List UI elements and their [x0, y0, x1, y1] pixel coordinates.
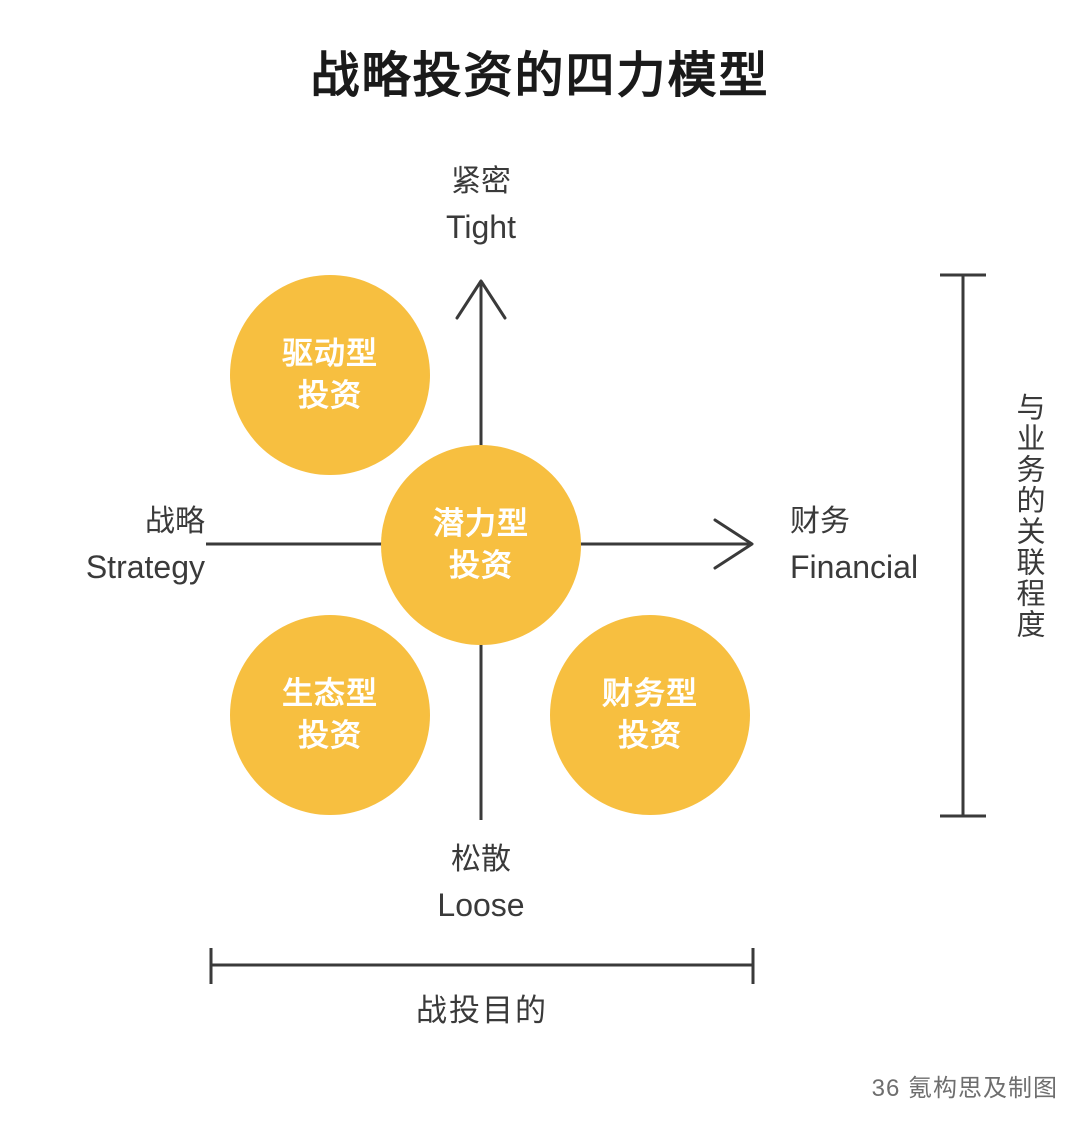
page-title: 战略投资的四力模型 — [310, 49, 770, 103]
axis-label-top: 紧密 Tight — [381, 160, 581, 250]
horizontal-bracket — [209, 948, 755, 984]
bubble-driver-line1: 驱动型 — [282, 336, 378, 372]
axis-label-left-cn: 战略 — [145, 505, 205, 538]
axis-label-right: 财务 Financial — [790, 500, 1010, 590]
horizontal-bracket-caption: 战投目的 — [416, 993, 548, 1028]
bubble-driver-line2: 投资 — [298, 378, 362, 413]
bubble-driver-investment[interactable]: 驱动型 投资 — [230, 275, 430, 475]
bubble-financial-investment[interactable]: 财务型 投资 — [550, 615, 750, 815]
axis-label-top-cn: 紧密 — [451, 165, 511, 198]
vertical-bracket — [940, 273, 986, 818]
axis-label-bottom: 松散 Loose — [381, 838, 581, 928]
bubble-ecology-line1: 生态型 — [282, 676, 378, 712]
vertical-bracket-caption: 与业务的关联程度 — [1012, 392, 1044, 640]
axis-label-left-en: Strategy — [85, 548, 205, 585]
axis-label-right-en: Financial — [790, 548, 919, 585]
bubble-potential-line2: 投资 — [449, 548, 513, 583]
axis-label-right-cn: 财务 — [790, 505, 850, 538]
bubble-potential-line1: 潜力型 — [433, 506, 529, 542]
bubble-ecology-investment[interactable]: 生态型 投资 — [230, 615, 430, 815]
axis-label-bottom-cn: 松散 — [451, 843, 511, 876]
bubble-ecology-line2: 投资 — [298, 718, 362, 753]
bubble-financial-line1: 财务型 — [602, 676, 698, 712]
axis-label-left: 战略 Strategy — [10, 500, 205, 590]
axis-label-bottom-en: Loose — [437, 886, 525, 923]
axis-label-top-en: Tight — [446, 208, 516, 245]
bubble-financial-line2: 投资 — [618, 718, 682, 753]
bubble-potential-investment[interactable]: 潜力型 投资 — [381, 445, 581, 645]
credit-text: 36 氪构思及制图 — [871, 1075, 1058, 1102]
